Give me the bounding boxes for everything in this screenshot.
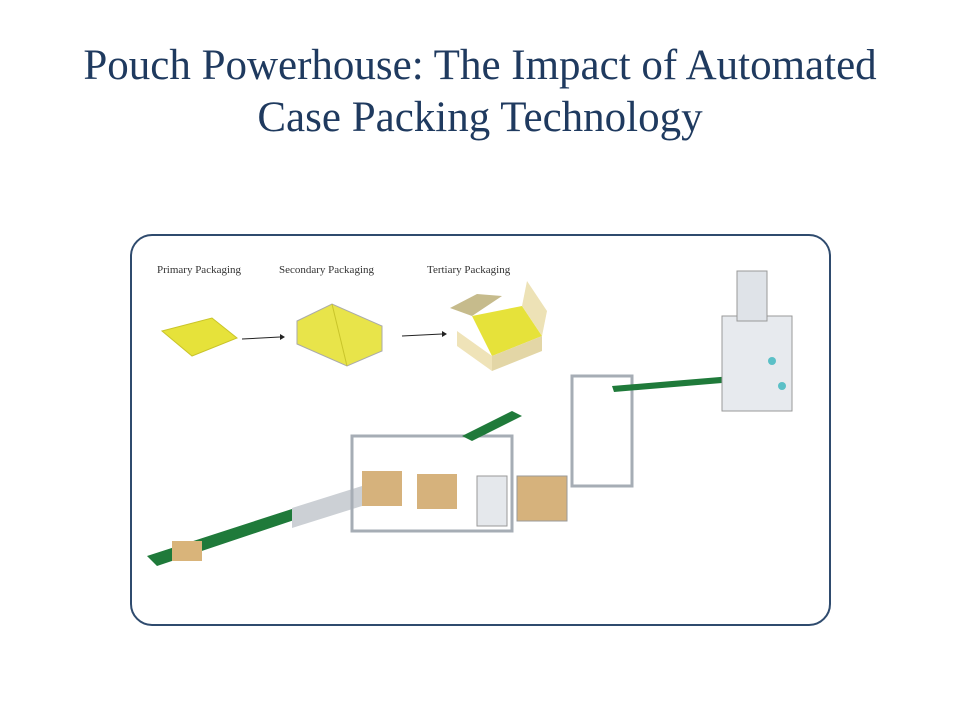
- secondary-bundle: [296, 303, 383, 367]
- carton: [172, 541, 202, 561]
- title-line-2: Case Packing Technology: [257, 94, 703, 141]
- label-secondary-packaging: Secondary Packaging: [279, 264, 374, 276]
- label-primary-packaging: Primary Packaging: [157, 264, 242, 276]
- packaging-line-illustration: [147, 270, 793, 566]
- packaging-line-figure: Primary Packaging Secondary Packaging Te…: [130, 234, 831, 626]
- title-line-1: Pouch Powerhouse: The Impact of Automate…: [83, 42, 877, 89]
- tertiary-box: [450, 281, 547, 371]
- arrow-1: [241, 336, 281, 340]
- label-tertiary-packaging: Tertiary Packaging: [427, 264, 511, 276]
- primary-pouch: [160, 317, 238, 357]
- slide-title: Pouch Powerhouse: The Impact of Automate…: [0, 40, 960, 144]
- case-packing-machine-line: [147, 270, 793, 566]
- arrow-2: [401, 333, 443, 337]
